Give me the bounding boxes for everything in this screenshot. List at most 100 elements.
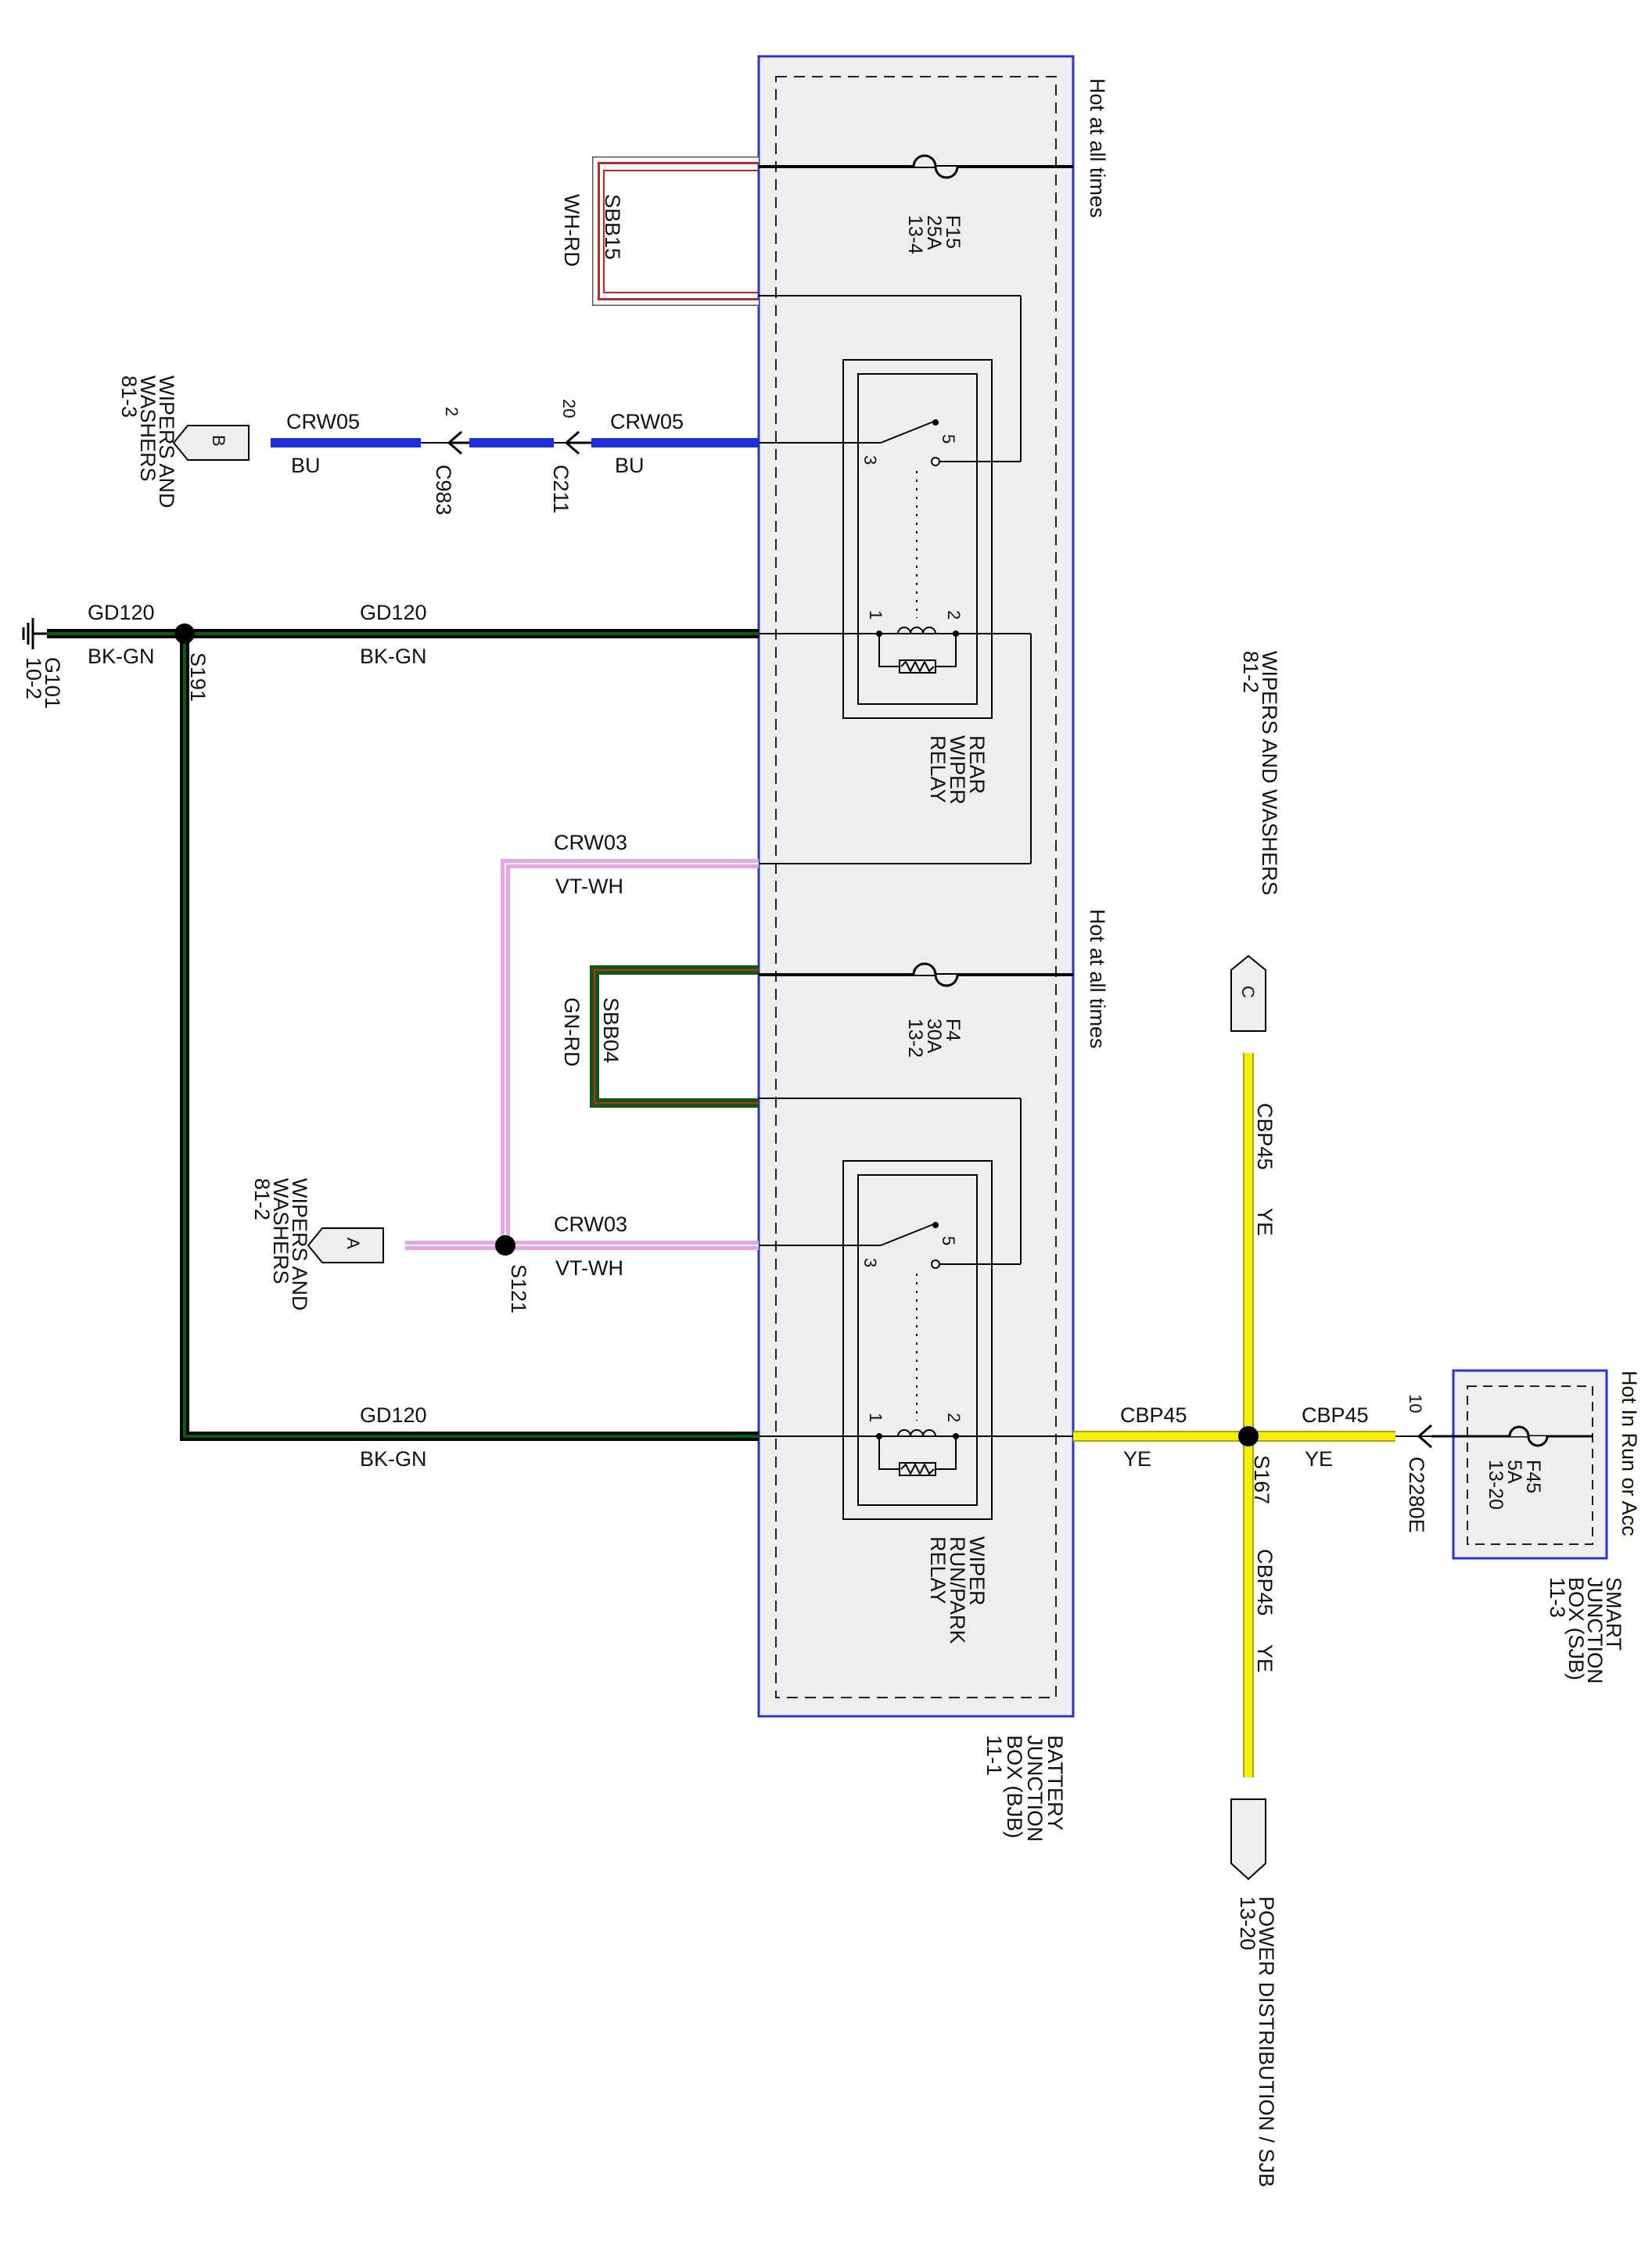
- svg-text:3: 3: [860, 1258, 880, 1267]
- svg-text:2: 2: [944, 1413, 964, 1422]
- crw05-circuit-right: CRW05: [610, 410, 684, 433]
- crw05-circuit-left: CRW05: [286, 410, 360, 433]
- c2280e-pin: 10: [1406, 1394, 1425, 1413]
- svg-text:WIPERS AND: WIPERS AND: [155, 375, 178, 508]
- gd120-circuit-mid: GD120: [360, 601, 427, 624]
- svg-text:5: 5: [939, 1236, 958, 1245]
- offpage-a-label: WIPERS AND WASHERS 81-2: [250, 1178, 311, 1311]
- rear-wiper-relay: 5 3 1 2: [759, 295, 1032, 864]
- svg-text:WIPER: WIPER: [946, 735, 969, 805]
- svg-text:11-3: 11-3: [1546, 1577, 1569, 1618]
- offpage-power-distribution: [1230, 1798, 1266, 1881]
- offpage-connector-c: C: [1230, 954, 1266, 1032]
- sjb-box: [1452, 1369, 1608, 1560]
- svg-text:B: B: [209, 435, 228, 447]
- fuse-f15-icon: [912, 154, 959, 179]
- ground-ref: 10-2: [22, 657, 45, 699]
- splice-s191: [174, 623, 195, 644]
- bjb-inner-border: [775, 76, 1057, 1698]
- sbb15-circuit: SBB15: [601, 194, 624, 260]
- svg-text:JUNCTION: JUNCTION: [1023, 1735, 1047, 1842]
- offpage-connector-b: B: [172, 425, 250, 461]
- wire-gd120: [47, 629, 759, 1441]
- svg-text:WIPERS AND: WIPERS AND: [288, 1178, 311, 1311]
- wire-sbb04: [590, 965, 759, 1108]
- svg-text:30A: 30A: [923, 1019, 945, 1054]
- svg-text:5: 5: [939, 434, 958, 444]
- rear-wiper-relay-label: REAR WIPER RELAY: [926, 735, 989, 805]
- run-park-relay-switch-icon: [880, 1223, 936, 1246]
- svg-text:3: 3: [860, 455, 880, 465]
- sbb04-color: GN-RD: [560, 997, 584, 1067]
- crw03-circuit-top: CRW03: [554, 831, 627, 854]
- run-park-relay-coil-icon: [897, 1429, 936, 1437]
- s167-label: S167: [1250, 1455, 1273, 1504]
- svg-text:BOX (SJB): BOX (SJB): [1564, 1577, 1588, 1680]
- svg-text:BOX (BJB): BOX (BJB): [1003, 1735, 1026, 1838]
- offpage-b-label: WIPERS AND WASHERS 81-3: [117, 375, 178, 508]
- sjb-inner-border: [1467, 1385, 1593, 1545]
- svg-text:F45: F45: [1522, 1460, 1544, 1493]
- c983-name: C983: [432, 465, 455, 516]
- rear-relay-switch-icon: [880, 420, 936, 444]
- cbp45-color-right: YE: [1305, 1447, 1333, 1471]
- svg-text:POWER DISTRIBUTION / SJB: POWER DISTRIBUTION / SJB: [1255, 1896, 1278, 2187]
- bjb-title: BATTERY JUNCTION BOX (BJB) 11-1: [982, 1735, 1067, 1842]
- svg-text:C: C: [1238, 986, 1258, 998]
- wire-cbp45: [1073, 1053, 1431, 1777]
- svg-text:13-4: 13-4: [904, 215, 926, 254]
- crw05-color-right: BU: [615, 454, 645, 477]
- gd120-color-left: BK-GN: [88, 645, 155, 668]
- svg-text:WIPERS AND WASHERS: WIPERS AND WASHERS: [1258, 651, 1281, 896]
- svg-text:2: 2: [944, 610, 964, 620]
- cbp45-color-lower: YE: [1253, 1644, 1277, 1673]
- sjb-title: SMART JUNCTION BOX (SJB) 11-3: [1546, 1577, 1625, 1684]
- fuse-f15-label: F15 25A 13-4: [904, 215, 964, 254]
- sjb-hot-label: Hot In Run or Acc: [1618, 1371, 1641, 1536]
- wire-sbb15: [592, 156, 759, 306]
- connector-c2280e-icon: [1417, 1424, 1432, 1449]
- svg-text:81-2: 81-2: [250, 1178, 274, 1220]
- sbb04-circuit: SBB04: [599, 997, 623, 1063]
- wiper-run-park-relay: 5 3 1 2: [759, 1098, 1073, 1520]
- svg-text:5A: 5A: [1503, 1460, 1525, 1484]
- c211-name: C211: [549, 465, 573, 514]
- crw03-color-bottom: VT-WH: [555, 1256, 623, 1280]
- s191-label: S191: [186, 652, 210, 702]
- svg-text:WASHERS: WASHERS: [136, 375, 160, 482]
- svg-text:13-20: 13-20: [1236, 1896, 1259, 1950]
- bjb-hot-label-mid: Hot at all times: [1086, 909, 1109, 1049]
- rear-relay-coil-icon: [897, 627, 936, 634]
- connector-c211-icon: [564, 430, 591, 455]
- svg-text:A: A: [343, 1238, 363, 1249]
- wire-crw03: [405, 859, 759, 1250]
- cbp45-circuit-upper: CBP45: [1253, 1103, 1277, 1170]
- ground-name: G101: [41, 657, 64, 709]
- svg-text:RELAY: RELAY: [926, 1536, 950, 1604]
- crw05-color-left: BU: [291, 454, 321, 477]
- svg-text:SMART: SMART: [1602, 1577, 1625, 1651]
- svg-text:BATTERY: BATTERY: [1043, 1735, 1067, 1831]
- crw03-circuit-bottom: CRW03: [554, 1213, 627, 1236]
- fuse-f45-icon: [1508, 1425, 1549, 1447]
- gd120-circuit-bottom: GD120: [360, 1403, 427, 1427]
- c2280e-name: C2280E: [1405, 1457, 1428, 1533]
- bjb-hot-label-top: Hot at all times: [1086, 78, 1109, 218]
- svg-text:13-2: 13-2: [904, 1019, 926, 1058]
- crw03-color-top: VT-WH: [555, 875, 623, 898]
- c983-pin: 2: [442, 407, 461, 416]
- gd120-color-bottom: BK-GN: [360, 1447, 427, 1471]
- s121-label: S121: [507, 1264, 530, 1313]
- svg-text:F15: F15: [942, 215, 964, 249]
- cbp45-color-left: YE: [1123, 1447, 1151, 1471]
- svg-text:REAR: REAR: [965, 735, 989, 794]
- svg-text:WASHERS: WASHERS: [269, 1178, 293, 1284]
- splice-s121: [495, 1235, 515, 1256]
- svg-text:1: 1: [866, 1413, 885, 1422]
- svg-text:1: 1: [866, 610, 885, 620]
- cbp45-circuit-lower: CBP45: [1253, 1549, 1277, 1616]
- svg-text:81-2: 81-2: [1239, 651, 1262, 693]
- connector-c983-icon: [447, 430, 469, 455]
- cbp45-circuit-left: CBP45: [1120, 1403, 1187, 1427]
